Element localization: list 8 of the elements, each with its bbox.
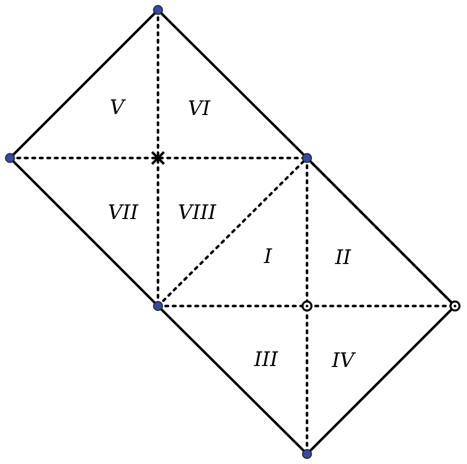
region-label: IV <box>332 349 354 371</box>
region-label: I <box>264 245 272 267</box>
region-label: V <box>110 96 124 118</box>
region-label: VIII <box>178 201 216 223</box>
region-label: VI <box>188 97 210 119</box>
region-label: II <box>335 246 351 268</box>
region-label: VII <box>108 201 138 223</box>
region-label: III <box>254 348 278 370</box>
